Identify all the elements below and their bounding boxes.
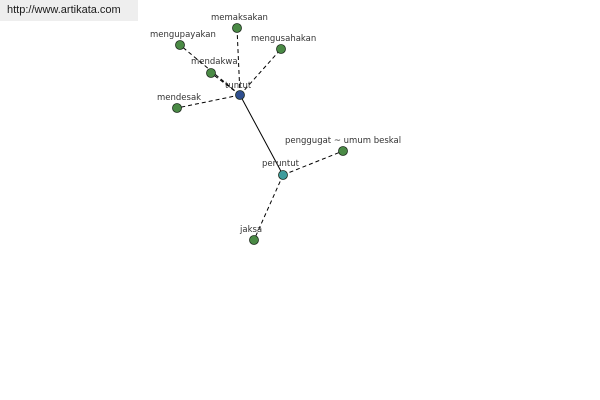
node-label-memaksakan[interactable]: memaksakan xyxy=(211,13,268,23)
edge-tuntut-peruntut xyxy=(239,94,284,176)
site-url-banner[interactable]: http://www.artikata.com xyxy=(0,0,138,21)
edges-layer xyxy=(176,27,344,241)
node-mengupayakan[interactable] xyxy=(175,40,185,50)
node-label-jaksa[interactable]: jaksa xyxy=(239,225,262,235)
node-label-penggugat[interactable]: penggugat ~ umum beskal xyxy=(285,136,401,146)
node-label-tuntut[interactable]: tuntut xyxy=(225,81,252,91)
node-label-mendakwa[interactable]: mendakwa xyxy=(191,57,238,67)
node-mengusahakan[interactable] xyxy=(276,44,286,54)
node-label-peruntut[interactable]: peruntut xyxy=(262,159,300,169)
node-mendakwa[interactable] xyxy=(206,68,216,78)
node-label-mendesak[interactable]: mendesak xyxy=(157,93,201,103)
node-mendesak[interactable] xyxy=(172,103,182,113)
edge-tuntut-mendesak xyxy=(176,94,241,109)
node-penggugat[interactable] xyxy=(338,146,348,156)
node-label-mengusahakan[interactable]: mengusahakan xyxy=(251,34,316,44)
edge-tuntut-mendakwa xyxy=(210,72,241,96)
node-label-mengupayakan[interactable]: mengupayakan xyxy=(150,30,216,40)
node-jaksa[interactable] xyxy=(249,235,259,245)
edge-peruntut-jaksa xyxy=(253,174,284,241)
node-memaksakan[interactable] xyxy=(232,23,242,33)
edge-tuntut-mengusahakan xyxy=(239,48,282,96)
nodes-layer: tuntut peruntut memaksakan mengupayakan meng… xyxy=(150,13,401,245)
edge-tuntut-mengupayakan xyxy=(179,44,241,96)
node-tuntut[interactable] xyxy=(235,90,245,100)
node-peruntut[interactable] xyxy=(278,170,288,180)
edge-peruntut-penggugat xyxy=(282,150,344,176)
